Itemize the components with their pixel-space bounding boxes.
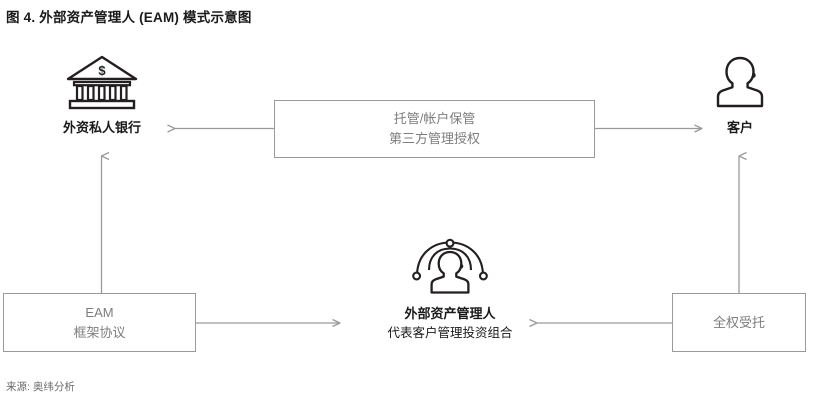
bank-icon: $ bbox=[64, 54, 140, 110]
custody-box-line2: 第三方管理授权 bbox=[388, 131, 480, 146]
eam-agreement-box: EAM 框架协议 bbox=[3, 293, 196, 352]
page-title: 图 4. 外部资产管理人 (EAM) 模式示意图 bbox=[6, 10, 252, 25]
network-person-icon bbox=[407, 238, 493, 300]
source-note: 来源: 奥纬分析 bbox=[6, 381, 75, 393]
eam-agreement-box-line2: 框架协议 bbox=[73, 325, 126, 340]
svg-text:$: $ bbox=[98, 63, 106, 78]
eam-manager-sublabel: 代表客户管理投资组合 bbox=[387, 326, 513, 340]
person-icon bbox=[712, 54, 768, 110]
client-label: 客户 bbox=[726, 120, 753, 135]
mandate-box: 全权受托 bbox=[672, 293, 806, 352]
custody-box-line1: 托管/帐户保管 bbox=[393, 111, 476, 126]
custody-box: 托管/帐户保管 第三方管理授权 bbox=[274, 100, 595, 158]
eam-agreement-box-line1: EAM bbox=[85, 305, 114, 320]
eam-manager-label: 外部资产管理人 bbox=[404, 306, 496, 321]
mandate-box-line1: 全权受托 bbox=[712, 315, 765, 330]
foreign-bank-label: 外资私人银行 bbox=[62, 120, 141, 135]
